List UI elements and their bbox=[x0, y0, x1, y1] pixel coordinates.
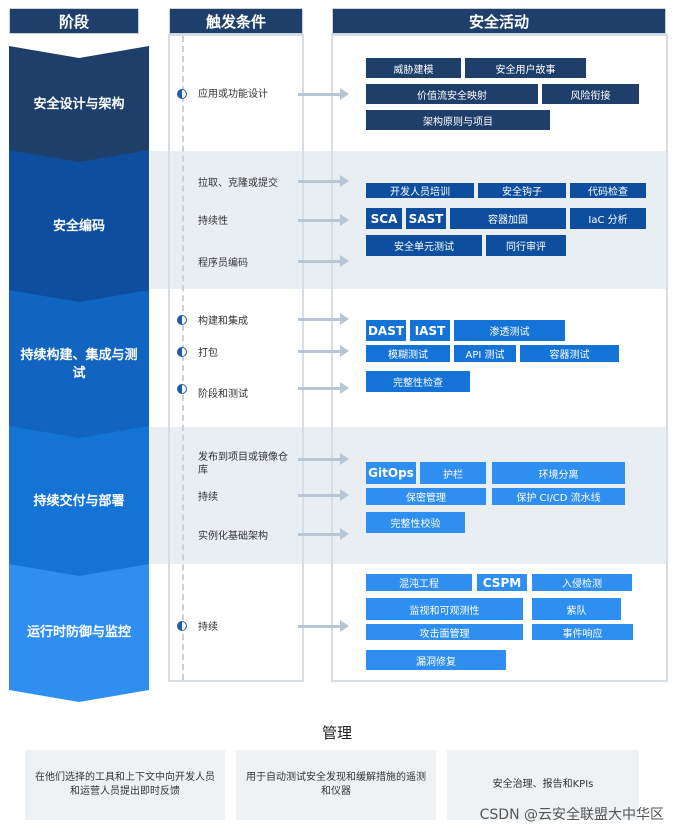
activity-env-isolation: 环境分离 bbox=[492, 462, 625, 484]
half-circle-icon bbox=[177, 315, 187, 325]
activity-api-test: API 测试 bbox=[454, 345, 516, 362]
activity-container-test: 容器测试 bbox=[520, 345, 619, 362]
trigger-coding-programmer: 程序员编码 bbox=[198, 258, 248, 269]
arrow-icon bbox=[298, 453, 349, 465]
half-circle-icon bbox=[177, 621, 187, 631]
activity-chaos: 混沌工程 bbox=[366, 574, 472, 591]
half-circle-icon bbox=[177, 347, 187, 357]
header-trigger: 触发条件 bbox=[169, 8, 303, 34]
header-activity: 安全活动 bbox=[332, 8, 666, 34]
stage-build: 持续构建、集成与测试 bbox=[9, 290, 149, 440]
activity-container-hardening: 容器加固 bbox=[450, 208, 566, 229]
arrow-icon bbox=[298, 528, 349, 540]
activity-sca: SCA bbox=[366, 208, 402, 229]
arrow-icon bbox=[298, 313, 349, 325]
trigger-package: 打包 bbox=[198, 348, 218, 359]
stage-delivery: 持续交付与部署 bbox=[9, 426, 149, 578]
activity-cspm: CSPM bbox=[477, 574, 527, 591]
management-item: 用于自动测试安全发现和缓解措施的遥测和仪器 bbox=[236, 750, 436, 820]
activity-value-stream: 价值流安全映射 bbox=[366, 84, 538, 104]
trigger-build: 构建和集成 bbox=[198, 316, 248, 327]
activity-integrity-check: 完整性检查 bbox=[366, 371, 470, 392]
activity-intrusion: 入侵检测 bbox=[532, 574, 632, 591]
stage-coding: 安全编码 bbox=[9, 150, 149, 304]
activity-fuzzing: 模糊测试 bbox=[366, 345, 450, 362]
management-title: 管理 bbox=[321, 724, 352, 742]
activity-incident: 事件响应 bbox=[532, 624, 633, 640]
activity-unit-test: 安全单元测试 bbox=[366, 235, 482, 256]
activity-peer-review: 同行审评 bbox=[486, 235, 566, 256]
management-item: 在他们选择的工具和上下文中向开发人员和运营人员提出即时反馈 bbox=[25, 750, 225, 820]
activity-monitoring: 监视和可观测性 bbox=[366, 598, 523, 620]
trigger-runtime-continuous: 持续 bbox=[198, 622, 218, 633]
arrow-icon bbox=[298, 345, 349, 357]
arrow-icon bbox=[298, 214, 349, 226]
arrow-icon bbox=[298, 175, 349, 187]
activity-guardrail: 护栏 bbox=[420, 462, 486, 484]
activity-risk-tradeoff: 风险衔接 bbox=[542, 84, 639, 104]
activity-iac: IaC 分析 bbox=[570, 208, 646, 229]
activity-security-user-story: 安全用户故事 bbox=[465, 58, 586, 78]
activity-dast: DAST bbox=[366, 320, 406, 341]
half-circle-icon bbox=[177, 89, 187, 99]
activity-gitops: GitOps bbox=[366, 462, 416, 484]
activity-code-review: 代码检查 bbox=[570, 183, 646, 198]
arrow-icon bbox=[298, 255, 349, 267]
activity-integrity-verify: 完整性校验 bbox=[366, 512, 465, 533]
activity-secret-mgmt: 保密管理 bbox=[366, 488, 486, 505]
timeline-line bbox=[182, 36, 184, 680]
activity-iast: IAST bbox=[410, 320, 450, 341]
activity-arch-principles: 架构原则与项目 bbox=[366, 110, 550, 130]
activity-cicd-protect: 保护 CI/CD 流水线 bbox=[492, 488, 625, 505]
header-stage: 阶段 bbox=[9, 8, 139, 34]
activity-security-hooks: 安全钩子 bbox=[478, 183, 566, 198]
arrow-icon bbox=[298, 382, 349, 394]
watermark: CSDN @云安全联盟大中华区 bbox=[479, 807, 664, 823]
trigger-column-frame bbox=[168, 34, 304, 682]
management-item: 安全治理、报告和KPIs bbox=[447, 750, 639, 820]
arrow-icon bbox=[298, 620, 349, 632]
trigger-coding-continuous: 持续性 bbox=[198, 216, 228, 227]
activity-attack-surface: 攻击面管理 bbox=[366, 624, 523, 640]
activity-pentest: 渗透测试 bbox=[454, 320, 565, 341]
trigger-coding-pull: 拉取、克隆或提交 bbox=[198, 178, 278, 189]
activity-threat-model: 威胁建模 bbox=[366, 58, 461, 78]
arrow-icon bbox=[298, 489, 349, 501]
trigger-delivery-continuous: 持续 bbox=[198, 492, 218, 503]
activity-dev-training: 开发人员培训 bbox=[366, 183, 474, 198]
activity-column-frame bbox=[331, 34, 668, 682]
stage-runtime: 运行时防御与监控 bbox=[9, 564, 149, 702]
stage-design: 安全设计与架构 bbox=[9, 46, 149, 164]
activity-red-team: 紫队 bbox=[532, 598, 621, 620]
activity-sast: SAST bbox=[406, 208, 446, 229]
trigger-stage-test: 阶段和测试 bbox=[198, 389, 248, 400]
trigger-design: 应用或功能设计 bbox=[198, 89, 268, 100]
arrow-icon bbox=[298, 88, 349, 100]
activity-vuln-fix: 漏洞修复 bbox=[366, 650, 506, 670]
trigger-instantiate: 实例化基础架构 bbox=[198, 531, 268, 542]
trigger-release: 发布到项目或镜像仓库 bbox=[198, 452, 288, 476]
half-circle-icon bbox=[177, 384, 187, 394]
